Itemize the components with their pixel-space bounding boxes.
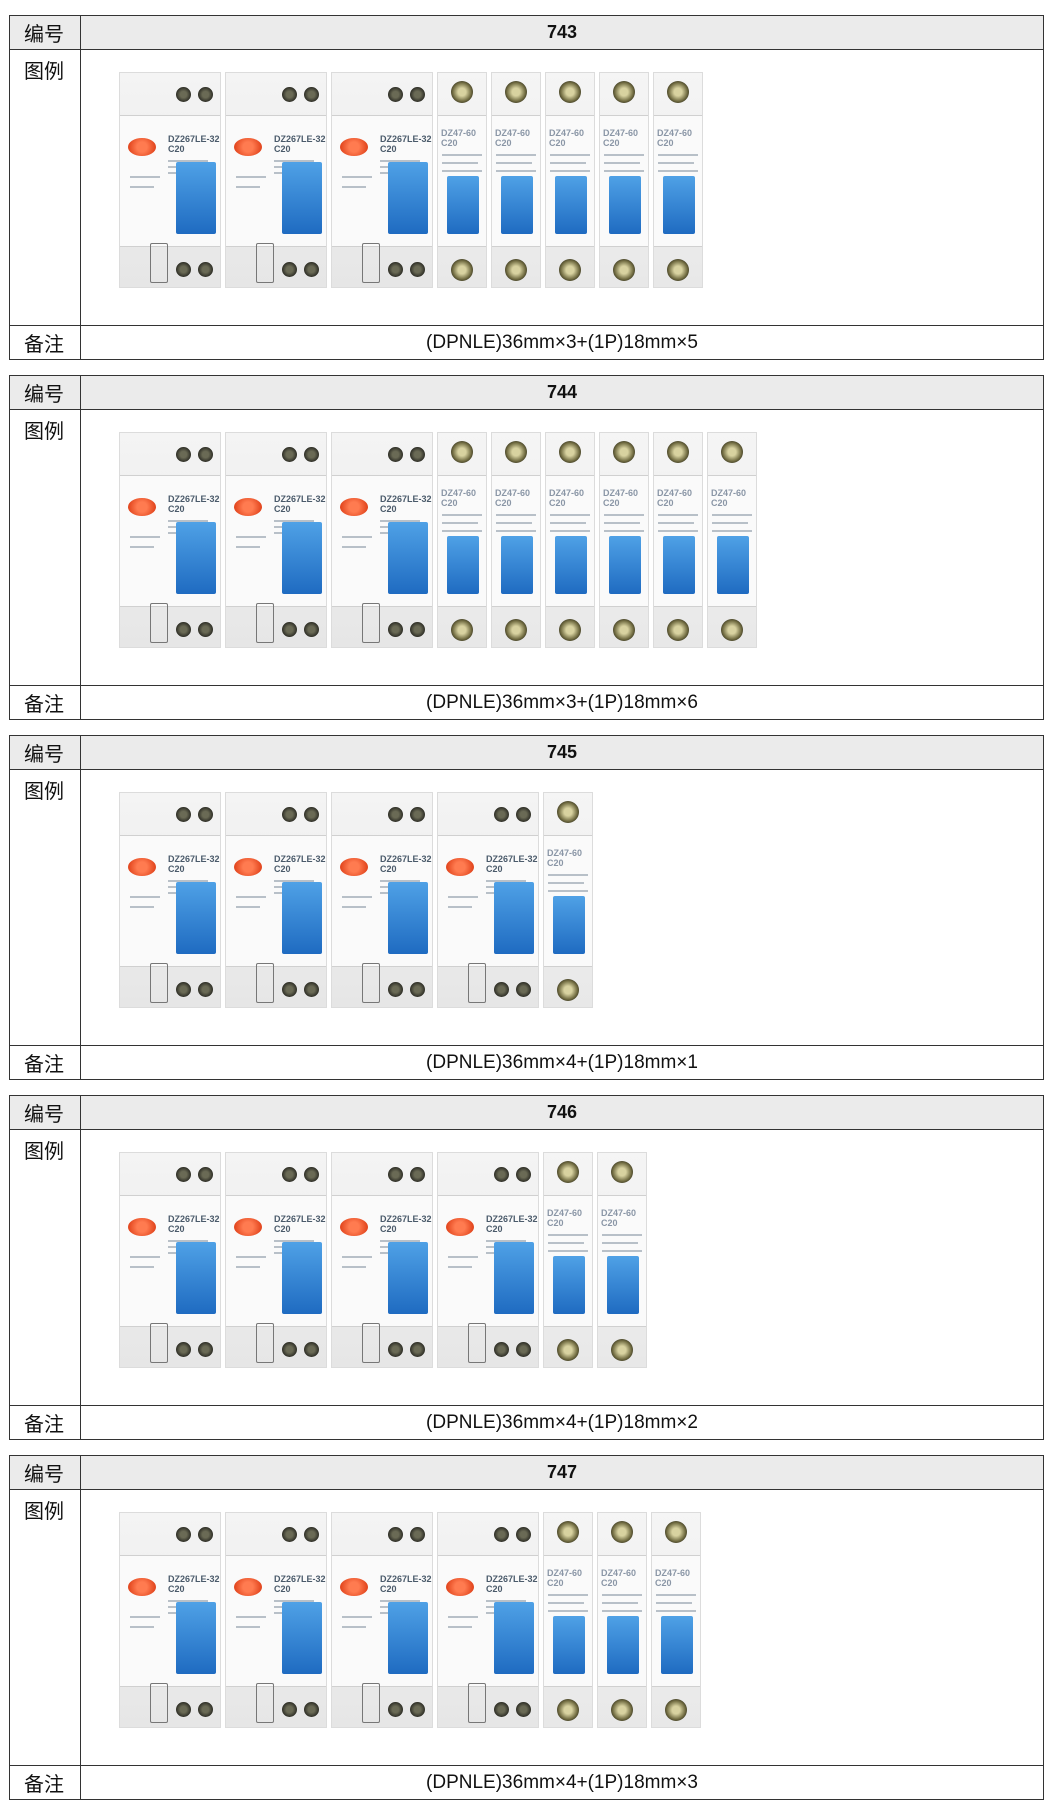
legend-label: 图例 (10, 1490, 81, 1765)
note-label: 备注 (10, 686, 81, 719)
note-row: 备注 (DPNLE)36mm×4+(1P)18mm×3 (10, 1766, 1043, 1799)
legend-label: 图例 (10, 1130, 81, 1405)
note-value: (DPNLE)36mm×4+(1P)18mm×1 (426, 1051, 698, 1073)
number-value: 744 (81, 376, 1043, 409)
number-label: 编号 (10, 16, 81, 49)
note-value: (DPNLE)36mm×3+(1P)18mm×5 (426, 331, 698, 353)
number-value: 747 (81, 1456, 1043, 1489)
number-value: 745 (81, 736, 1043, 769)
number-label: 编号 (10, 376, 81, 409)
note-label: 备注 (10, 1406, 81, 1439)
legend-label: 图例 (10, 50, 81, 325)
number-label: 编号 (10, 1456, 81, 1489)
note-label: 备注 (10, 1766, 81, 1799)
number-label: 编号 (10, 1096, 81, 1129)
note-row: 备注 (DPNLE)36mm×3+(1P)18mm×6 (10, 686, 1043, 719)
note-row: 备注 (DPNLE)36mm×4+(1P)18mm×2 (10, 1406, 1043, 1439)
note-value: (DPNLE)36mm×4+(1P)18mm×2 (426, 1411, 698, 1433)
note-value: (DPNLE)36mm×3+(1P)18mm×6 (426, 691, 698, 713)
note-label: 备注 (10, 1046, 81, 1079)
number-value: 743 (81, 16, 1043, 49)
number-value: 746 (81, 1096, 1043, 1129)
note-row: 备注 (DPNLE)36mm×4+(1P)18mm×1 (10, 1046, 1043, 1079)
note-row: 备注 (DPNLE)36mm×3+(1P)18mm×5 (10, 326, 1043, 359)
number-label: 编号 (10, 736, 81, 769)
legend-label: 图例 (10, 410, 81, 685)
note-value: (DPNLE)36mm×4+(1P)18mm×3 (426, 1771, 698, 1793)
note-label: 备注 (10, 326, 81, 359)
legend-label: 图例 (10, 770, 81, 1045)
